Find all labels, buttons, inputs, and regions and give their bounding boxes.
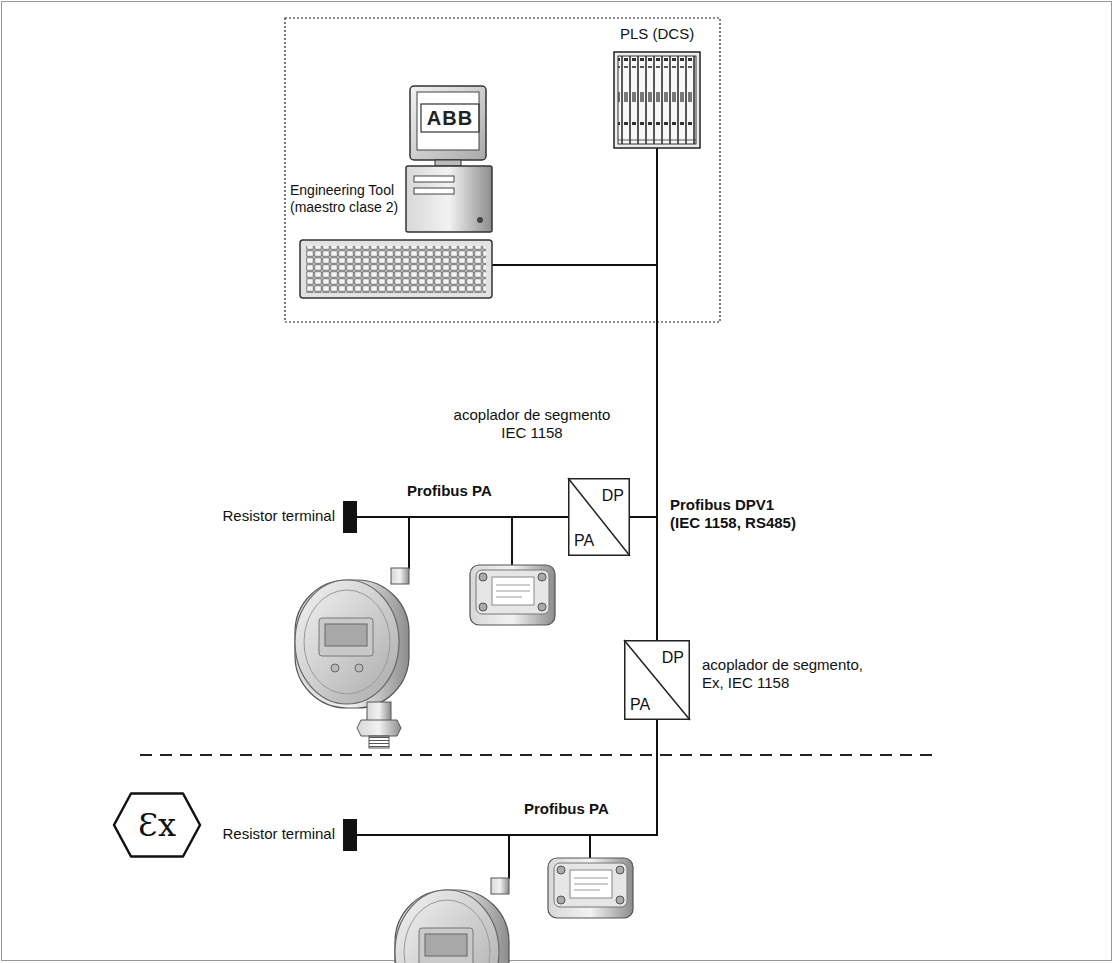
segment-coupler: DPPAacoplador de segmento IEC 1158	[568, 478, 630, 556]
bus-label: Profibus DPV1 (IEC 1158, RS485)	[668, 496, 807, 532]
engineering-workstation: Engineering Tool (maestro clase 2) ABB	[290, 82, 500, 304]
node-label: acoplador de segmento IEC 1158	[448, 406, 616, 442]
node-label: Resistor terminal	[175, 507, 335, 525]
node-label: DP	[602, 486, 624, 505]
node-label: PA	[630, 695, 650, 714]
node-label: DP	[662, 648, 684, 667]
bus-label: Profibus PA	[405, 482, 494, 500]
device-wire	[408, 517, 410, 569]
res-shape	[343, 501, 357, 533]
pressure-transmitter	[395, 878, 509, 963]
bus-line	[492, 148, 657, 265]
node-label: PLS (DCS)	[620, 25, 740, 43]
control-room-region	[285, 18, 720, 322]
bus-line	[630, 148, 657, 517]
terminal-resistor: Resistor terminal	[343, 501, 357, 533]
temperature-transmitter	[470, 565, 555, 625]
node-label: acoplador de segmento, Ex, IEC 1158	[702, 656, 877, 692]
device-wire	[589, 835, 591, 859]
temperature-transmitter	[548, 858, 633, 918]
bus-line	[656, 148, 658, 640]
bus-line	[357, 516, 568, 518]
device-wire	[511, 517, 513, 566]
bus-label: Profibus PA	[522, 800, 611, 818]
device-wire	[508, 835, 510, 879]
pressure-transmitter	[295, 568, 409, 748]
segment-coupler-ex: DPPAacoplador de segmento, Ex, IEC 1158	[624, 640, 690, 720]
rack-shape	[614, 52, 700, 148]
logo-text: ABB	[418, 106, 482, 130]
node-label: Engineering Tool (maestro clase 2)	[290, 182, 402, 216]
node-label: Ɛx	[113, 792, 201, 858]
node-label: PA	[574, 531, 594, 550]
res-shape	[343, 819, 357, 851]
bus-line	[357, 720, 657, 835]
ex-symbol: Ɛx	[113, 792, 201, 858]
terminal-resistor: Resistor terminal	[343, 819, 357, 851]
hazardous-area-boundary	[140, 754, 935, 756]
dcs-rack: PLS (DCS)	[614, 52, 700, 148]
